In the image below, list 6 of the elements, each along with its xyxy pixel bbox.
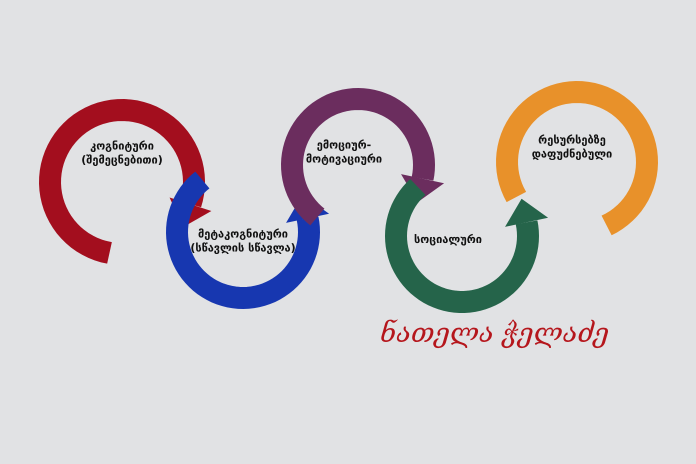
- ring-label: ემოციურ- მოტივაციური: [304, 138, 384, 168]
- ring-label: რესურსებზე დაფუძნებული: [530, 134, 614, 162]
- ring-label: მეტაკოგნიტური (სწავლის სწავლა): [189, 228, 297, 256]
- ring-label: კოგნიტური (შემეცნებითი): [80, 140, 164, 168]
- ring-label: სოციალური: [413, 232, 483, 248]
- signature-text: ნათელა ჭელაძე: [380, 318, 610, 349]
